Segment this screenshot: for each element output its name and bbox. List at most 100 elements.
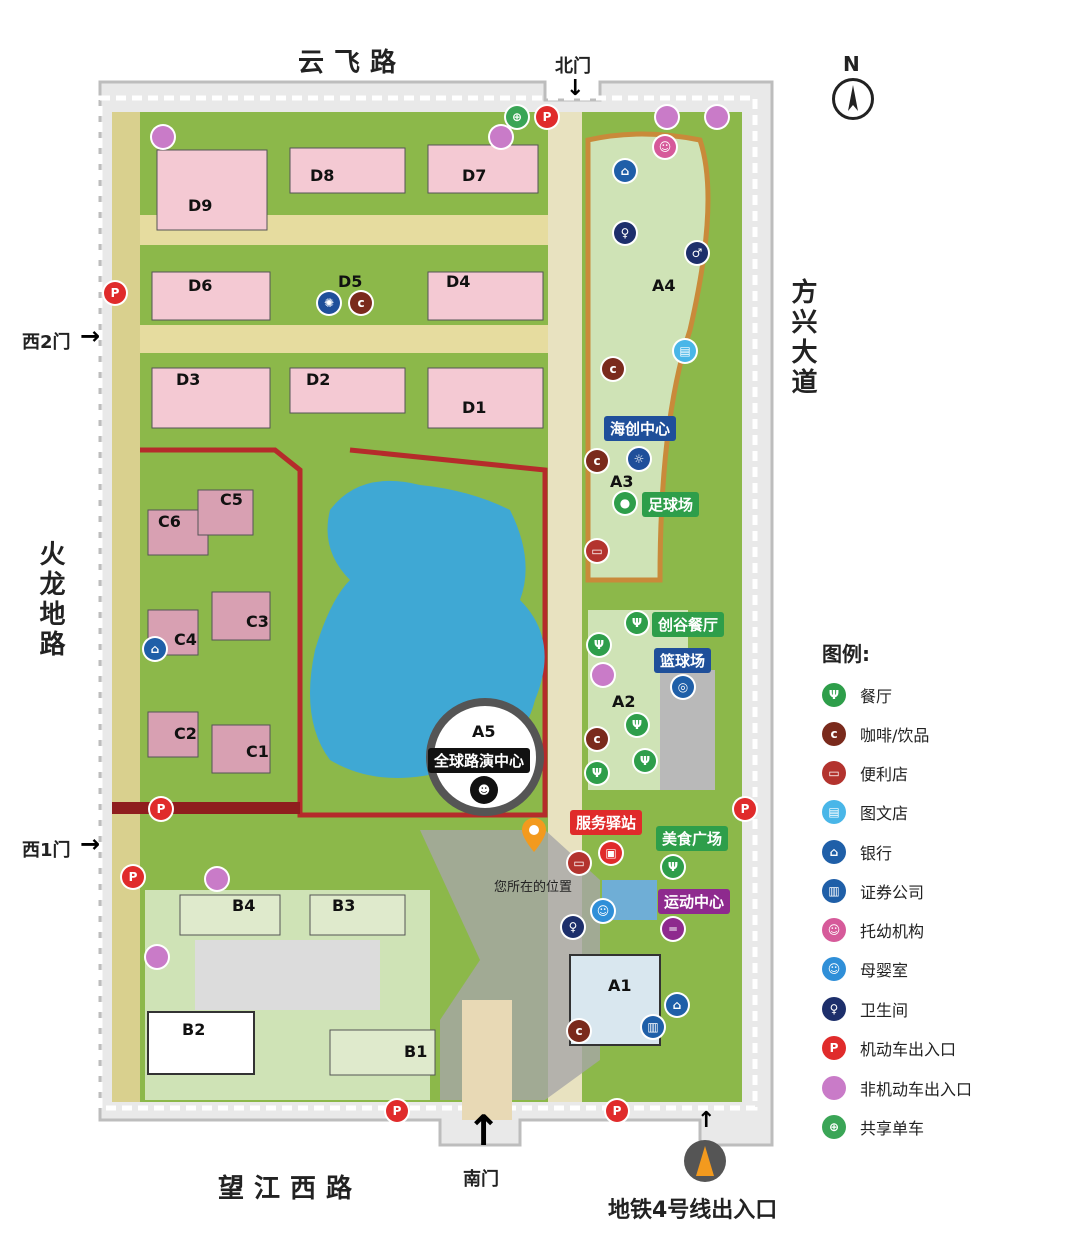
legend-label: 餐厅	[860, 687, 893, 706]
legend-item: ☺ 托幼机构	[822, 918, 924, 942]
bike-entrance-icon	[656, 106, 678, 128]
bike-entrance-icon	[490, 126, 512, 148]
legend-label: 咖啡/饮品	[860, 726, 930, 745]
label-c1: C1	[246, 742, 269, 761]
cart-icon: ▭	[568, 852, 590, 874]
parking-icon: P	[122, 866, 144, 888]
bike-entrance-icon	[152, 126, 174, 148]
arrow-up-icon: ↑	[466, 1106, 502, 1155]
nursery-icon: ☺	[822, 918, 846, 942]
building-d4	[427, 271, 544, 321]
securities-icon: ▥	[822, 879, 846, 903]
label-d4: D4	[446, 272, 471, 291]
toilet-icon: ♂	[686, 242, 708, 264]
bike-entrance-icon	[592, 664, 614, 686]
toilet-icon: ♀	[562, 916, 584, 938]
compass-icon	[832, 78, 874, 120]
south-path	[462, 1000, 512, 1120]
label-c3: C3	[246, 612, 269, 631]
legend-item: ▥ 证券公司	[822, 879, 924, 903]
gate-metro: 地铁4号线出入口	[608, 1198, 778, 1223]
bike-entrance-icon	[146, 946, 168, 968]
label-b4: B4	[232, 896, 256, 915]
gate-west2: 西2门	[22, 332, 71, 353]
label-d8: D8	[310, 166, 335, 185]
road-west: 火龙地路	[35, 540, 65, 660]
parking-icon: P	[104, 282, 126, 304]
coffee-icon: c	[350, 292, 372, 314]
label-c6: C6	[158, 512, 181, 531]
legend-item: P 机动车出入口	[822, 1036, 956, 1060]
label-b3: B3	[332, 896, 356, 915]
you-are-here: 您所在的位置	[494, 880, 573, 895]
parking-icon: P	[734, 798, 756, 820]
cart-icon: ▭	[822, 761, 846, 785]
b2-building	[147, 1011, 255, 1075]
gate-north: 北门	[555, 56, 591, 77]
label-a2: A2	[612, 692, 636, 711]
legend-item: ☺ 母婴室	[822, 957, 908, 981]
baby-room-icon: ☺	[822, 957, 846, 981]
arrow-up-icon: ↑	[697, 1108, 716, 1133]
nursery-icon: ☺	[654, 136, 676, 158]
securities-icon: ▥	[642, 1016, 664, 1038]
tag-football: 足球场	[642, 492, 700, 517]
legend-item: ⌂ 银行	[822, 840, 892, 864]
basketball-icon: ◎	[672, 676, 694, 698]
coffee-icon: c	[568, 1020, 590, 1042]
building-b4	[179, 894, 281, 936]
building-b3	[309, 894, 406, 936]
location-pin-icon	[522, 818, 546, 852]
building-d1	[427, 367, 544, 429]
label-a1: A1	[608, 976, 632, 995]
building-d3	[151, 367, 271, 429]
baby-room-icon: ☺	[592, 900, 614, 922]
path-mid	[112, 325, 562, 353]
legend-item: ♀ 卫生间	[822, 997, 908, 1021]
legend-item: ▤ 图文店	[822, 800, 908, 824]
arrow-down-icon: ↓	[566, 76, 585, 101]
path-west	[112, 112, 140, 1102]
gate-west1: 西1门	[22, 840, 71, 861]
cart-icon: ▭	[586, 540, 608, 562]
gym-icon: ═	[662, 918, 684, 940]
bike-entrance-icon	[822, 1076, 846, 1100]
bank-icon: ⌂	[822, 840, 846, 864]
legend-item: Ψ 餐厅	[822, 683, 892, 707]
compass-label: N	[843, 52, 860, 76]
arrow-right-icon: →	[80, 322, 101, 350]
printer-icon: ▤	[674, 340, 696, 362]
label-a5: A5	[472, 722, 496, 741]
building-c2	[147, 711, 199, 758]
tag-foodcourt: 美食广场	[656, 826, 729, 851]
tag-roadshow: 全球路演中心	[428, 748, 531, 773]
label-d3: D3	[176, 370, 201, 389]
legend-label: 便利店	[860, 765, 909, 784]
restaurant-icon: Ψ	[586, 762, 608, 784]
red-walkway	[140, 447, 548, 818]
shared-bike-icon: ⊕	[822, 1115, 846, 1139]
bank-icon: ⌂	[144, 638, 166, 660]
label-d2: D2	[306, 370, 331, 389]
restaurant-icon: Ψ	[626, 714, 648, 736]
toilet-icon: ♀	[822, 997, 846, 1021]
tag-sports: 运动中心	[658, 889, 731, 914]
metro-icon	[684, 1140, 726, 1182]
arrow-right-icon: →	[80, 830, 101, 858]
parking-icon: P	[822, 1036, 846, 1060]
idea-icon: ☼	[628, 448, 650, 470]
restaurant-icon: Ψ	[588, 634, 610, 656]
bike-entrance-icon	[706, 106, 728, 128]
label-d1: D1	[462, 398, 487, 417]
label-c4: C4	[174, 630, 197, 649]
label-a4: A4	[652, 276, 676, 295]
building-d8	[289, 147, 406, 194]
legend-item: ▭ 便利店	[822, 761, 908, 785]
legend-label: 托幼机构	[860, 922, 925, 941]
restaurant-icon: Ψ	[626, 612, 648, 634]
legend-item: c 咖啡/饮品	[822, 722, 929, 746]
legend-label: 机动车出入口	[860, 1040, 957, 1059]
building-c1	[211, 724, 271, 774]
legend-item: ⊕ 共享单车	[822, 1115, 924, 1139]
road-north: 云飞路	[298, 48, 407, 78]
